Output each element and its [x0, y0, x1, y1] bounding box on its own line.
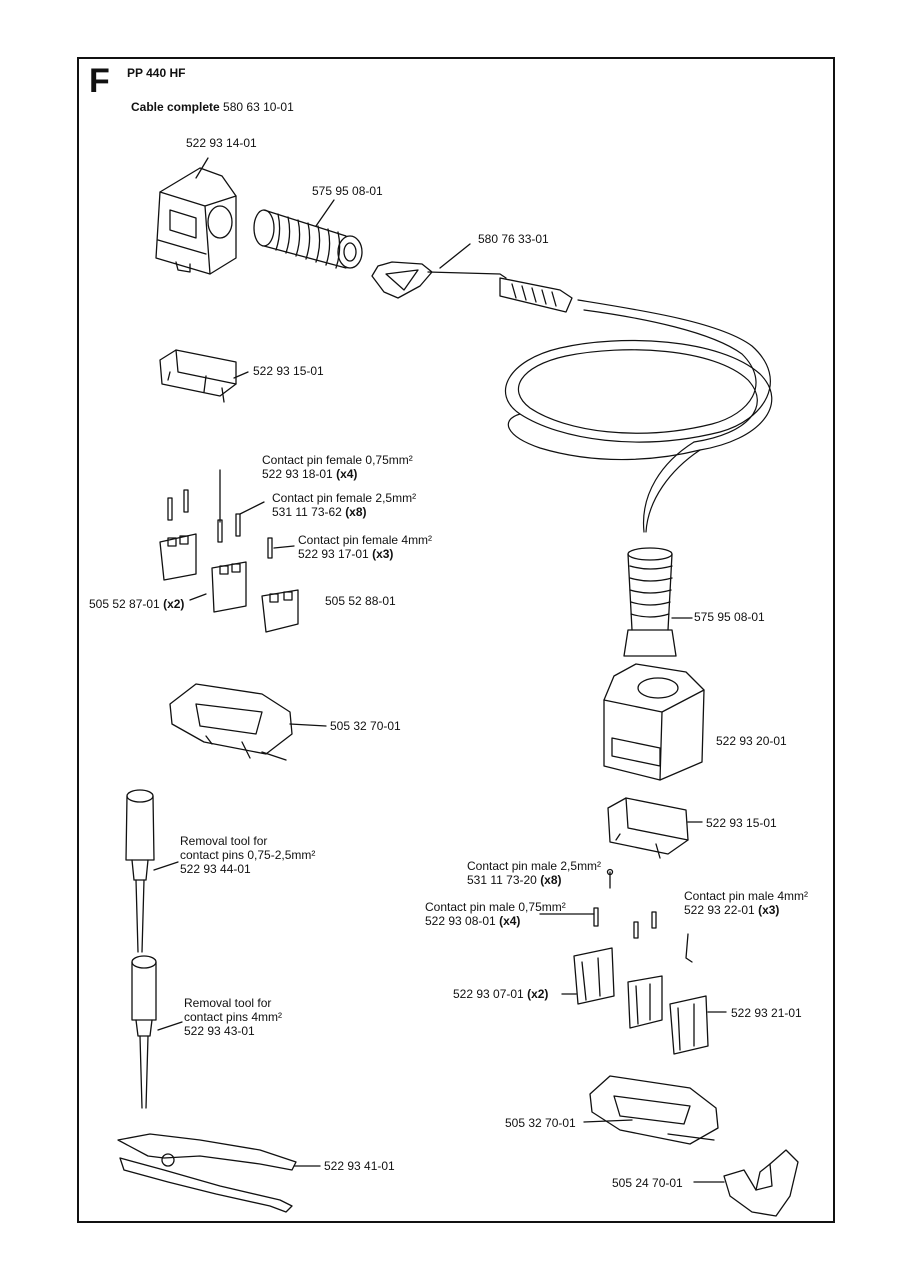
frame-insert-top: [160, 350, 248, 402]
label-frame-top: 522 93 15-01: [253, 364, 324, 378]
label-insert-male-a: 522 93 07-01 (x2): [453, 987, 549, 1001]
connector-hood-bottom: [604, 664, 704, 780]
label-female-25: Contact pin female 2,5mm² 531 11 73-62 (…: [272, 491, 417, 519]
frame-insert-bottom: [608, 798, 702, 858]
label-crimp-tool: 522 93 41-01: [324, 1159, 395, 1173]
cable-clamp: [694, 1150, 798, 1216]
label-base-left: 505 32 70-01: [330, 719, 401, 733]
label-clamp: 505 24 70-01: [612, 1176, 683, 1190]
male-contact-pins: [540, 870, 692, 963]
label-hood-top: 522 93 14-01: [186, 136, 257, 150]
cable-gland-bottom: [624, 548, 692, 656]
section-letter: F: [89, 62, 110, 100]
crimp-tool: [118, 1134, 320, 1212]
label-male-075: Contact pin male 0,75mm² 522 93 08-01 (x…: [425, 900, 566, 928]
female-inserts: [160, 534, 298, 632]
label-hood-bottom: 522 93 20-01: [716, 734, 787, 748]
coiled-cable: [505, 300, 771, 532]
label-gland-bottom: 575 95 08-01: [694, 610, 765, 624]
label-male-4: Contact pin male 4mm² 522 93 22-01 (x3): [684, 889, 809, 917]
cable-gland-top: [254, 200, 362, 268]
connector-hood-top: [156, 158, 236, 274]
label-male-25: Contact pin male 2,5mm² 531 11 73-20 (x8…: [467, 859, 602, 887]
removal-tool-a: [126, 790, 178, 952]
diagram-frame: [77, 57, 835, 1223]
cable-title: Cable complete 580 63 10-01: [131, 100, 294, 114]
label-gland-top: 575 95 08-01: [312, 184, 383, 198]
male-inserts: [562, 948, 726, 1054]
label-female-075: Contact pin female 0,75mm² 522 93 18-01 …: [262, 453, 413, 481]
cable-clip: [372, 244, 572, 312]
label-base-right: 505 32 70-01: [505, 1116, 576, 1130]
female-contact-pins: [168, 470, 294, 558]
label-tool-b: Removal tool for contact pins 4mm² 522 9…: [184, 996, 283, 1038]
removal-tool-b: [132, 956, 182, 1108]
label-female-4: Contact pin female 4mm² 522 93 17-01 (x3…: [298, 533, 433, 561]
label-insert-female-b: 505 52 88-01: [325, 594, 396, 608]
base-right: [584, 1076, 718, 1144]
label-insert-female-a: 505 52 87-01 (x2): [89, 597, 185, 611]
label-frame-bottom: 522 93 15-01: [706, 816, 777, 830]
model-title: PP 440 HF: [127, 66, 186, 80]
label-clip: 580 76 33-01: [478, 232, 549, 246]
label-tool-a: Removal tool for contact pins 0,75-2,5mm…: [180, 834, 316, 876]
base-left: [170, 684, 326, 760]
label-insert-male-b: 522 93 21-01: [731, 1006, 802, 1020]
